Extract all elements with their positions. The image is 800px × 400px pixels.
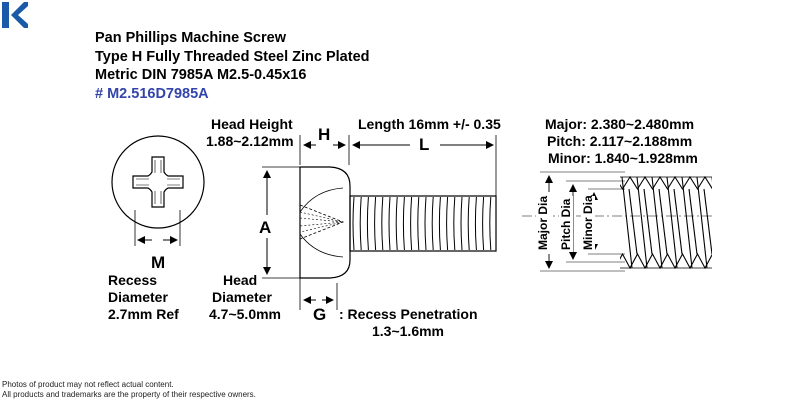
footer-line-1: Photos of product may not reflect actual…	[2, 380, 174, 389]
thread-flank-line	[658, 188, 668, 255]
threaded-shank	[349, 195, 497, 252]
head-diameter-value: 4.7~5.0mm	[209, 306, 281, 322]
thread-crest-line	[431, 196, 434, 251]
thread-flank-line	[643, 188, 653, 255]
minor-label: Minor: 1.840~1.928mm	[548, 150, 698, 166]
thread-crest-line	[438, 196, 441, 251]
thread-crest-line	[446, 196, 449, 251]
major-label: Major: 2.380~2.480mm	[545, 116, 695, 132]
length-label: Length 16mm +/- 0.35	[358, 116, 501, 132]
thread-flank-line	[621, 176, 633, 269]
head-side-view	[299, 166, 351, 279]
thread-crest-line	[489, 196, 492, 251]
title-line-1: Pan Phillips Machine Screw	[95, 30, 286, 46]
thread-flank-line	[636, 176, 648, 269]
head-height-value: 1.88~2.12mm	[206, 133, 294, 149]
thread-flank-line	[696, 176, 708, 269]
thread-crest-line	[453, 196, 456, 251]
major-dia-label: Major Dia	[536, 196, 550, 250]
thread-crest-line	[402, 196, 405, 251]
product-title: Pan Phillips Machine Screw Type H Fully …	[95, 29, 370, 103]
head-height-label: Head Height	[211, 116, 293, 132]
dimension-a	[262, 166, 300, 279]
thread-crest-line	[410, 196, 413, 251]
k-logo-icon	[2, 2, 28, 28]
footer-disclaimer: Photos of product may not reflect actual…	[2, 380, 256, 399]
dimension-g-label: G	[313, 305, 327, 324]
thread-crest-line	[352, 196, 355, 251]
recess-penetration-value: 1.3~1.6mm	[372, 323, 444, 339]
title-line-3: Metric DIN 7985A M2.5-0.45x16	[95, 67, 307, 83]
thread-crest-line	[467, 196, 470, 251]
phillips-recess-icon	[132, 156, 184, 208]
thread-crest-line	[424, 196, 427, 251]
footer-line-2: All products and trademarks are the prop…	[2, 389, 256, 399]
dimension-l	[352, 135, 497, 196]
pitch-dia-label: Pitch Dia	[559, 198, 573, 250]
thread-profile	[620, 175, 712, 191]
thread-crest-line	[474, 196, 477, 251]
thread-crest-line	[359, 196, 362, 251]
dimension-l-label: L	[419, 135, 430, 154]
thread-flank-line	[688, 188, 698, 255]
thread-crest-line	[374, 196, 377, 251]
thread-flank-line	[703, 188, 712, 255]
thread-crest-line	[366, 196, 369, 251]
recess-diameter-value: 2.7mm Ref	[108, 306, 179, 322]
pitch-label: Pitch: 2.117~2.188mm	[547, 133, 693, 149]
part-number: # M2.516D7985A	[95, 85, 209, 102]
thread-crest-line	[381, 196, 384, 251]
thread-flank-line	[719, 189, 727, 254]
dimension-h	[299, 135, 350, 165]
thread-crest-line	[395, 196, 398, 251]
dimension-h-label: H	[318, 125, 331, 144]
dimension-g	[299, 278, 338, 310]
thread-flank-line	[651, 176, 663, 269]
head-diameter-label-2: Diameter	[212, 289, 272, 305]
thread-flank-line	[673, 188, 683, 255]
head-diameter-label-1: Head	[223, 272, 258, 288]
thread-flank-line	[628, 188, 638, 255]
title-line-2: Type H Fully Threaded Steel Zinc Plated	[95, 48, 370, 65]
thread-crest-line	[460, 196, 463, 251]
minor-dia-label: Minor Dia	[581, 195, 595, 250]
recess-diameter-label-1: Recess	[108, 272, 158, 288]
thread-crest-line	[417, 196, 420, 251]
head-top-view	[111, 135, 205, 246]
thread-crest-line	[388, 196, 391, 251]
thread-detail: Major Dia Pitch Dia Minor Dia	[522, 171, 727, 272]
recess-diameter-label-2: Diameter	[108, 289, 168, 305]
thread-flank-line	[711, 177, 712, 183]
dimension-m-label: M	[151, 253, 166, 272]
thread-flank-line	[681, 176, 693, 269]
thread-crest-line	[482, 196, 485, 251]
thread-flank-line	[666, 176, 678, 269]
dimension-a-label: A	[259, 218, 272, 237]
recess-penetration-label: : Recess Penetration	[339, 306, 478, 322]
thread-profile	[620, 252, 712, 270]
